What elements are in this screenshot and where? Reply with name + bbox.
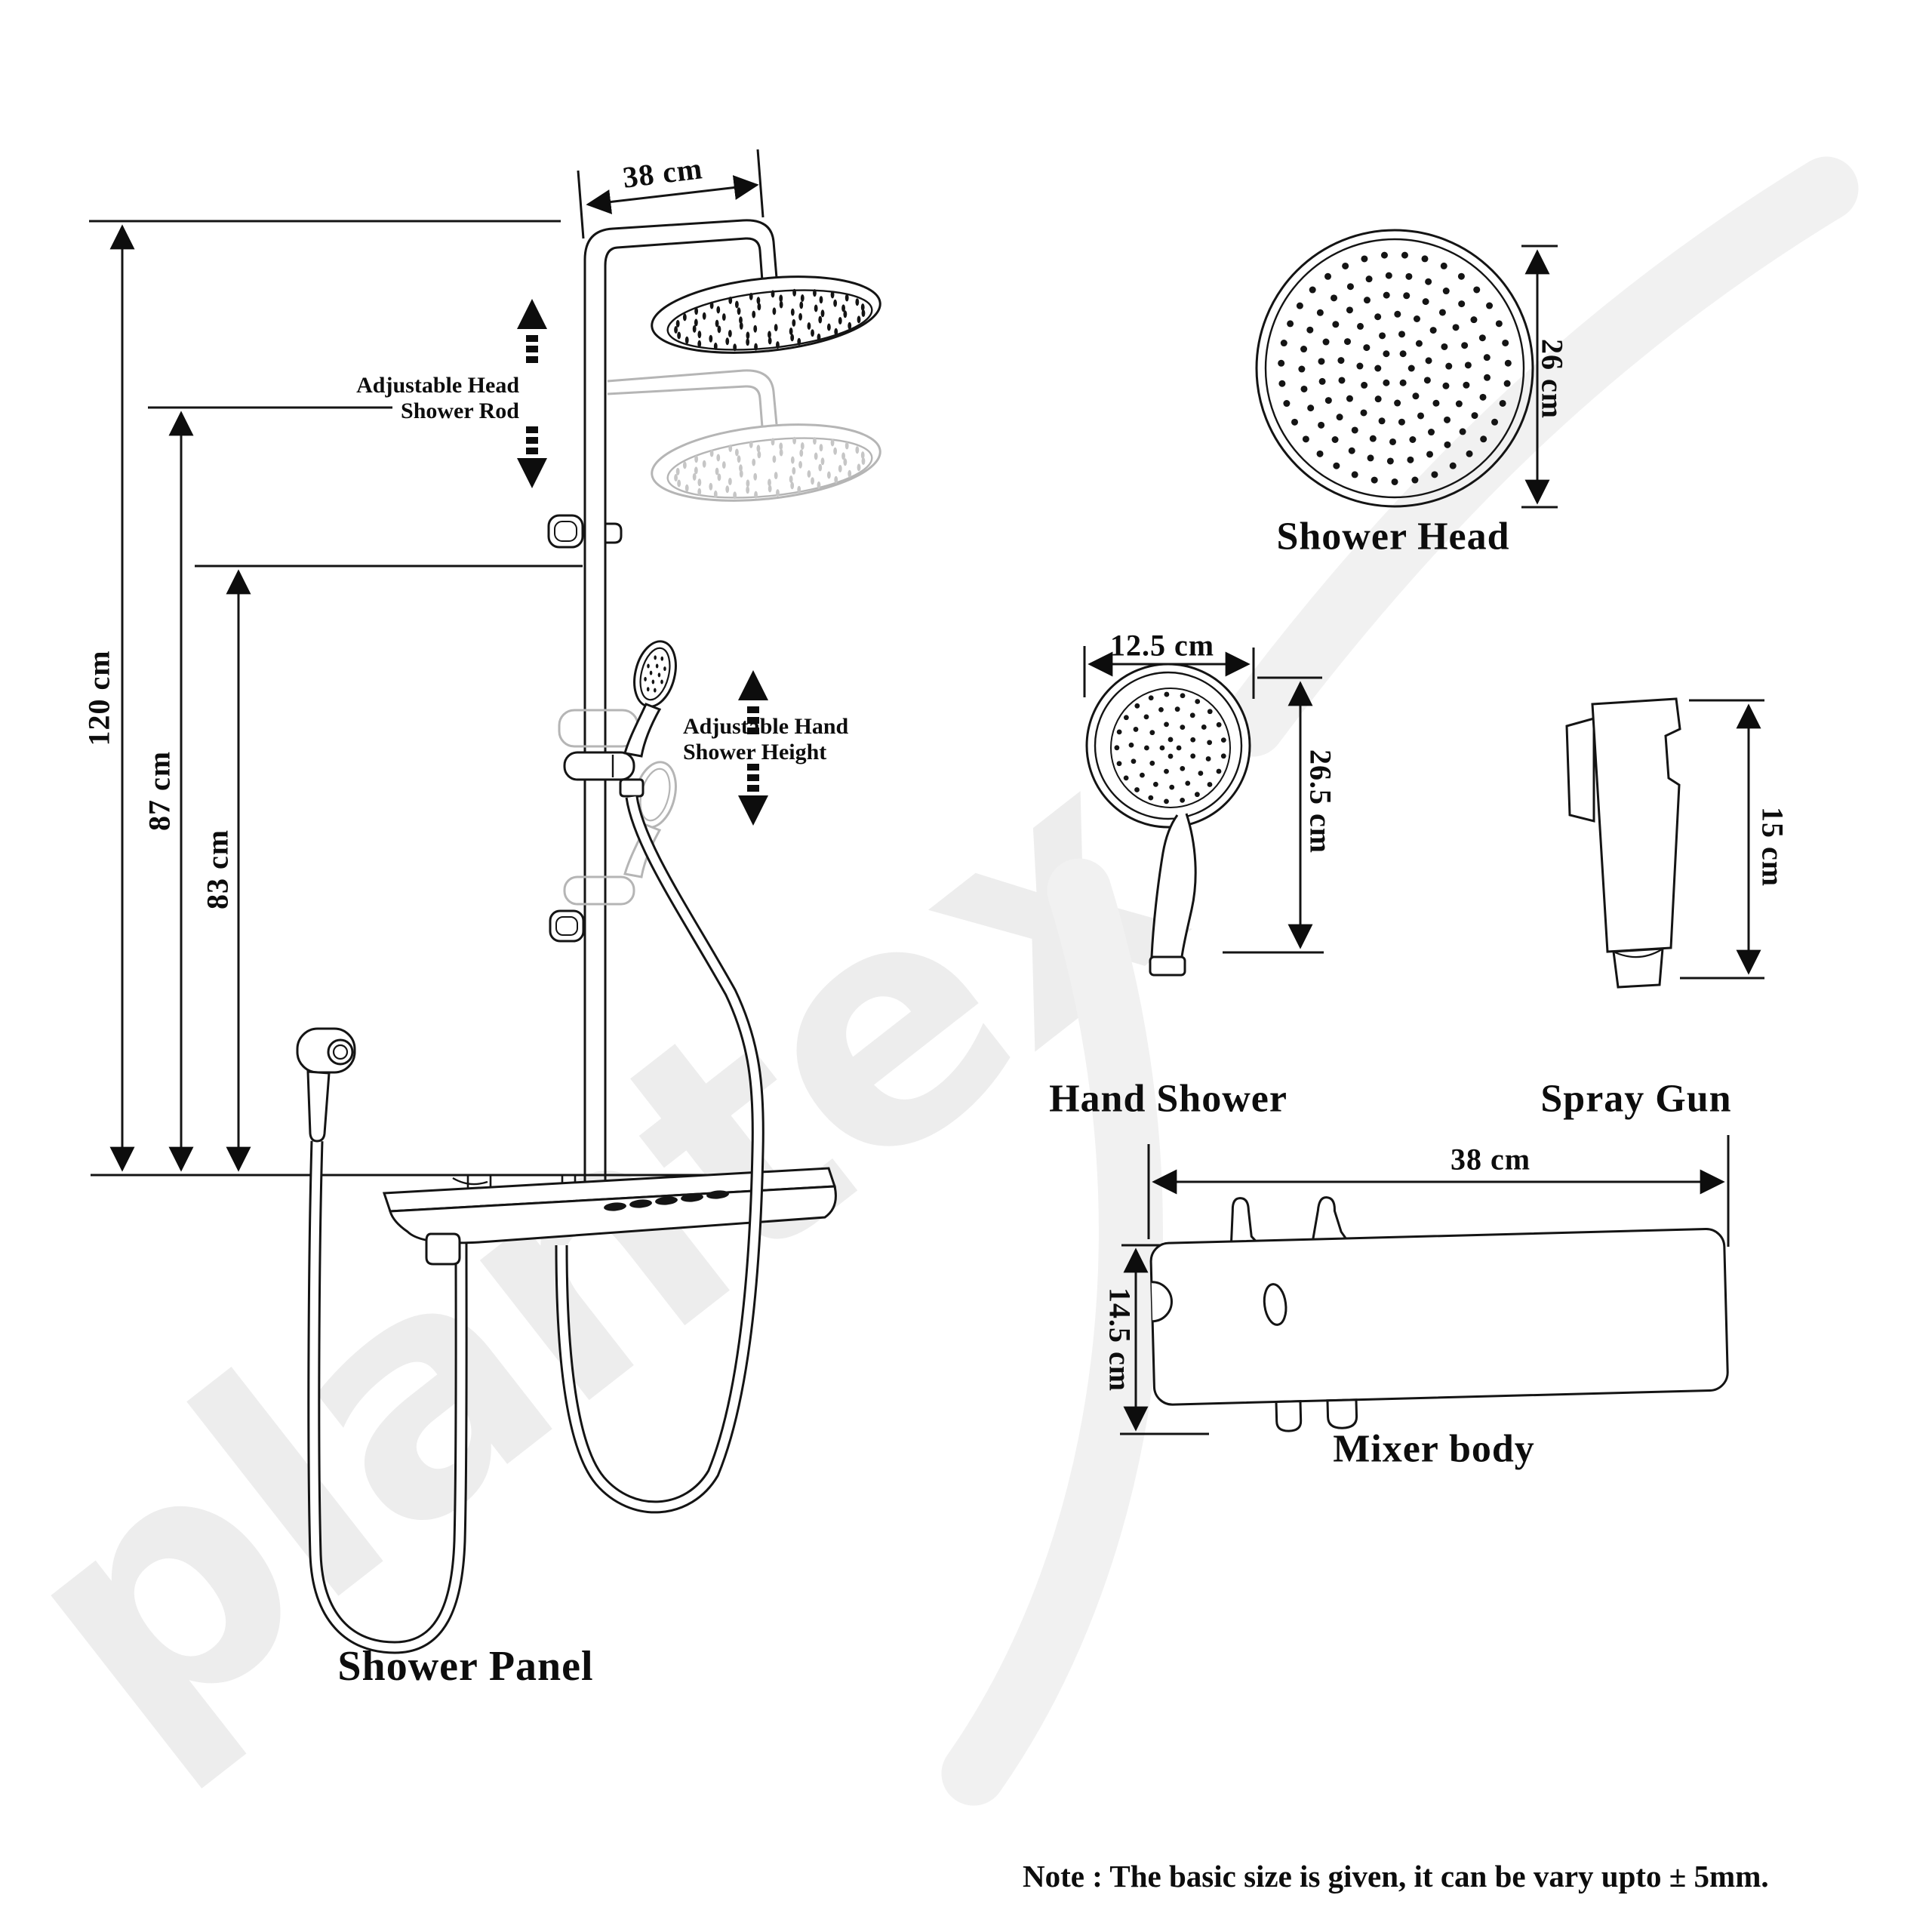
panel-shower-head — [651, 275, 881, 354]
spray-gun-hose — [307, 1140, 468, 1654]
tick — [1680, 699, 1764, 980]
riser-pipe-outer — [583, 219, 778, 1181]
wall-bracket-lower-inner — [555, 916, 578, 936]
dim-label-87cm: 87 cm — [142, 750, 177, 832]
adjust-hand-arrows — [738, 670, 768, 826]
dim-label-mixer-38cm: 38 cm — [1450, 1142, 1531, 1177]
label-shower-head: Shower Head — [1276, 515, 1510, 558]
tick — [1120, 1244, 1209, 1435]
annotation-head-rod-line2: Shower Rod — [401, 398, 519, 423]
panel-hand-shower — [619, 640, 677, 798]
annotation-head-rod-line1: Adjustable Head — [356, 373, 519, 398]
label-mixer-body: Mixer body — [1333, 1427, 1535, 1471]
shelf-drain-slots — [604, 1190, 729, 1211]
annotation-head-rod: Adjustable Head Shower Rod — [317, 373, 519, 424]
tick — [577, 170, 585, 239]
dim-label-120cm: 120 cm — [82, 650, 116, 746]
dim-label-26cm: 26 cm — [1535, 338, 1570, 420]
shower-panel-drawing — [89, 149, 881, 1654]
hand-shower-drawing — [1085, 663, 1251, 977]
annotation-hand-height-line2: Shower Height — [683, 740, 827, 764]
wall-bracket-upper-inner — [554, 521, 577, 542]
tick — [756, 149, 764, 218]
label-spray-gun: Spray Gun — [1540, 1077, 1732, 1121]
wall-bracket-upper — [547, 514, 584, 549]
label-hand-shower: Hand Shower — [1049, 1077, 1287, 1121]
ghost-shower-head — [651, 423, 881, 502]
tick — [1521, 245, 1558, 509]
wall-bracket-lower — [549, 909, 585, 943]
ghost-shower-arm — [607, 369, 778, 428]
annotation-hand-height-line1: Adjustable Hand — [683, 714, 849, 739]
watermark-swoosh — [941, 156, 1859, 1806]
dim-label-12-5cm: 12.5 cm — [1109, 628, 1215, 663]
annotation-hand-height: Adjustable Hand Shower Height — [683, 714, 909, 765]
tick — [1147, 1135, 1730, 1247]
mixer-spout — [425, 1232, 461, 1266]
dim-label-26-5cm: 26.5 cm — [1303, 749, 1338, 854]
tick — [1083, 646, 1255, 699]
tick — [1223, 676, 1324, 954]
adjust-head-arrows — [517, 299, 547, 488]
dim-label-83cm: 83 cm — [200, 829, 235, 910]
hand-shower-hose — [555, 795, 764, 1514]
dim-label-14-5cm: 14.5 cm — [1103, 1287, 1137, 1392]
diverter-knob — [604, 522, 623, 544]
note-text: Note : The basic size is given, it can b… — [1023, 1859, 1769, 1894]
spray-gun-drawing — [1565, 697, 1681, 989]
riser-pipe-inner — [604, 237, 764, 1181]
mixer-body-drawing — [1149, 1196, 1729, 1432]
label-shower-panel: Shower Panel — [337, 1643, 594, 1690]
dim-line-rod-38cm — [586, 175, 759, 214]
hand-shower-holder — [563, 751, 635, 781]
panel-spray-gun — [296, 1027, 356, 1143]
dim-label-15cm: 15 cm — [1755, 806, 1790, 888]
right-column-drawings — [1083, 229, 1764, 1435]
